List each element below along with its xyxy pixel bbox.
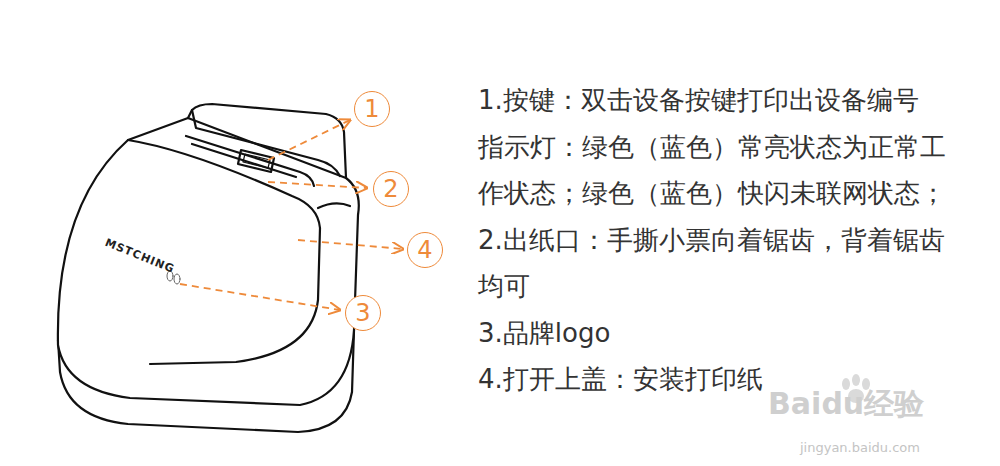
callout-number: 3 xyxy=(355,301,370,325)
description-text: 指示灯：绿色（蓝色）常亮状态为正常工作状态；绿色（蓝色）快闪未联网状态； xyxy=(478,124,960,217)
callout-circle: 4 xyxy=(407,232,443,268)
watermark-url: jingyan.baidu.com xyxy=(800,440,920,455)
callout-number: 2 xyxy=(383,177,398,201)
description-text: 3.品牌logo xyxy=(478,310,960,357)
callout-number: 1 xyxy=(364,97,379,121)
description-text: 1.按键：双击设备按键打印出设备编号 xyxy=(478,77,960,124)
callout-circle: 2 xyxy=(373,171,409,207)
callout-number: 4 xyxy=(417,238,432,262)
callout-circle: 3 xyxy=(345,295,381,331)
description-text: 2.出纸口：手撕小票向着锯齿，背着锯齿均可 xyxy=(478,217,960,310)
description-column: 1.按键：双击设备按键打印出设备编号指示灯：绿色（蓝色）常亮状态为正常工作状态；… xyxy=(478,77,960,403)
callout-circle: 1 xyxy=(354,91,390,127)
watermark: Baidu经验 xyxy=(768,384,924,425)
